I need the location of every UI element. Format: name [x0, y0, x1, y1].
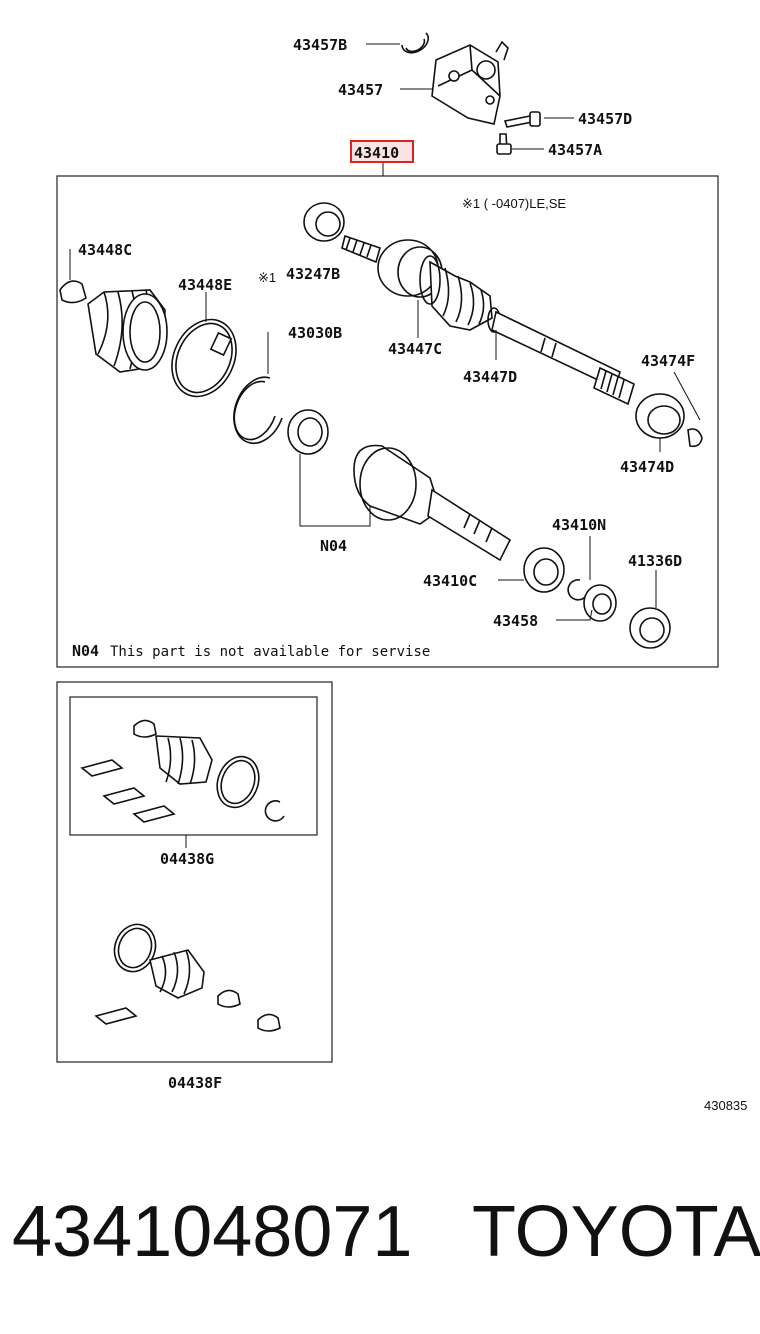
callout-43474D[interactable]: 43474D — [620, 458, 674, 476]
callout-43030B[interactable]: 43030B — [288, 324, 342, 342]
bracket-43457-drawing — [401, 32, 541, 155]
applicability-note: ※1 ( -0407)LE,SE — [462, 196, 566, 211]
callout-43247B[interactable]: 43247B — [286, 265, 340, 283]
header-part-label[interactable]: 43410 — [354, 144, 399, 162]
callout-04438G[interactable]: 04438G — [160, 850, 214, 868]
callout-41336D[interactable]: 41336D — [628, 552, 682, 570]
part-number: 4341048071 — [12, 1192, 412, 1272]
kit-g-inner-frame — [69, 696, 318, 836]
callout-43448E[interactable]: 43448E — [178, 276, 232, 294]
leader-lines — [69, 43, 701, 848]
kit-04438G-drawing — [80, 719, 285, 823]
callout-43410C[interactable]: 43410C — [423, 572, 477, 590]
callout-43447C[interactable]: 43447C — [388, 340, 442, 358]
brand-name: TOYOTA — [472, 1192, 760, 1272]
inner-joint-drawing — [287, 409, 512, 562]
footnote-text: This part is not available for servise — [110, 644, 430, 660]
header-part-highlight — [350, 140, 414, 163]
kit-04438F-drawing — [94, 923, 281, 1032]
kit-frame — [56, 681, 333, 1063]
callout-43457D[interactable]: 43457D — [578, 110, 632, 128]
drive-shaft-drawing — [341, 234, 635, 406]
main-assembly-frame — [56, 175, 719, 668]
ring-43247B-drawing — [303, 202, 345, 242]
bearings-drawing — [523, 393, 703, 649]
ref-mark: ※1 — [258, 270, 276, 285]
callout-43458[interactable]: 43458 — [493, 612, 538, 630]
callout-43457B[interactable]: 43457B — [293, 36, 347, 54]
footnote-code: N04 — [72, 642, 99, 660]
callout-43457A[interactable]: 43457A — [548, 141, 602, 159]
boot-kit-left-drawing — [59, 280, 283, 444]
callout-N04[interactable]: N04 — [320, 537, 347, 555]
callout-43447D[interactable]: 43447D — [463, 368, 517, 386]
callout-43448C[interactable]: 43448C — [78, 241, 132, 259]
diagram-code: 430835 — [704, 1098, 747, 1113]
callout-04438F[interactable]: 04438F — [168, 1074, 222, 1092]
callout-43474F[interactable]: 43474F — [641, 352, 695, 370]
callout-43410N[interactable]: 43410N — [552, 516, 606, 534]
callout-43457[interactable]: 43457 — [338, 81, 383, 99]
